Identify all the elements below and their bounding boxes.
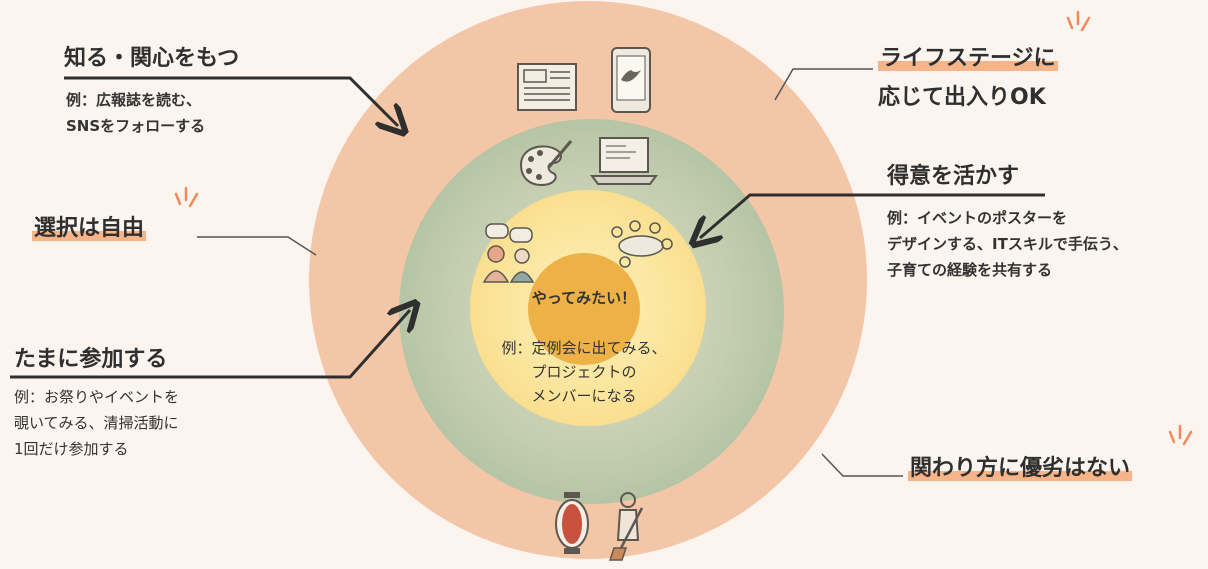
core-circle: [528, 253, 640, 365]
know-example-line2: SNSをフォローする: [66, 117, 206, 135]
laptop-icon: [590, 137, 658, 185]
palette-icon: [519, 140, 573, 187]
meeting-icon: [611, 220, 673, 268]
sometimes-example-line1: 例：お祭りやイベントを: [14, 388, 180, 406]
sometimes-title: たまに参加する: [14, 347, 168, 372]
skills-example-line2: デザインする、ITスキルで手伝う、: [887, 235, 1128, 253]
sparkle-lifestage: [1066, 10, 1091, 32]
sweeping-person-icon: [608, 492, 644, 561]
sometimes-arrow: [10, 310, 410, 379]
choice-title: 選択は自由: [32, 216, 147, 241]
lifestage-line2: 応じて出入りOK: [878, 85, 1046, 110]
skills-example-line1: 例：イベントのポスターを: [887, 209, 1068, 227]
sparkle-norank: [1168, 424, 1193, 446]
center-title: やってみたい！: [531, 289, 637, 307]
norank-line: [821, 453, 903, 477]
know-title: 知る・関心をもつ: [64, 46, 240, 71]
norank-title: 関わり方に優劣はない: [908, 456, 1133, 481]
lantern-icon: [555, 492, 589, 554]
smartphone-icon: [611, 47, 651, 113]
sometimes-example-line2: 覗いてみる、清掃活動に: [14, 414, 179, 432]
skills-example-line3: 子育ての経験を共有する: [887, 261, 1053, 279]
newspaper-icon: [517, 63, 577, 111]
lifestage-line1: ライフステージに: [878, 46, 1058, 71]
center-line3: メンバーになる: [531, 387, 637, 405]
know-arrow: [64, 76, 398, 126]
skills-arrow: [700, 193, 1045, 238]
center-line1: 例：定例会に出てみる、: [501, 339, 667, 357]
skills-title: 得意を活かす: [887, 164, 1020, 189]
sparkle-choice: [174, 186, 199, 208]
know-example-line1: 例：広報誌を読む、: [66, 91, 202, 109]
choice-line: [197, 236, 317, 256]
center-line2: プロジェクトの: [531, 363, 637, 381]
lifestage-line: [774, 68, 873, 101]
talking-people-icon: [482, 223, 535, 283]
sometimes-example-line3: 1回だけ参加する: [14, 440, 129, 458]
